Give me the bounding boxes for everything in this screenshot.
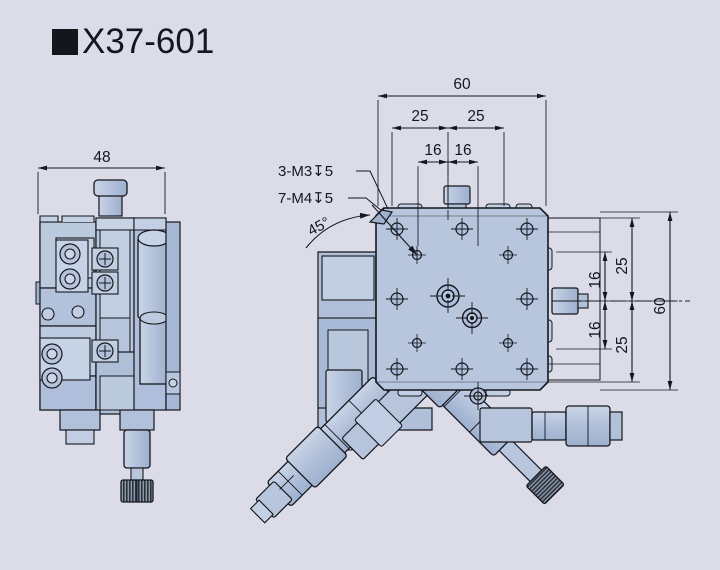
front-view-screw-group-b — [41, 305, 85, 321]
dimension-chain-top — [377, 93, 547, 246]
dimension-label-25-lower: 25 — [614, 336, 631, 353]
dimension-label-25-upper: 25 — [614, 257, 631, 274]
dimension-label-48: 48 — [93, 149, 110, 166]
callout-label-m3: 3-M3↧5 — [278, 163, 333, 180]
top-plan-view: 3-M3↧5 7-M4↧5 45° — [249, 76, 690, 524]
center-counterbore-major — [430, 278, 466, 314]
dimension-label-25-left: 25 — [411, 108, 428, 125]
chamfer-corner — [368, 209, 393, 225]
dimension-label-25-right: 25 — [467, 108, 484, 125]
top-view-diagonal-micrometer-upper — [249, 377, 397, 524]
dimension-label-60-right: 60 — [652, 297, 669, 315]
front-view-body — [35, 179, 181, 503]
title-block: X37-601 — [52, 24, 214, 60]
front-view-cap-screws — [91, 247, 119, 363]
center-counterbore-minor — [456, 302, 488, 334]
dimension-front-width: 48 — [37, 149, 166, 214]
dimension-label-16-upper: 16 — [587, 271, 604, 288]
top-view-horizontal-micrometer — [479, 405, 623, 447]
dimension-label-16-left: 16 — [424, 142, 441, 159]
front-view-screw-group-a — [55, 239, 89, 293]
dimension-chain-right — [548, 211, 678, 391]
dimension-label-16-right: 16 — [454, 142, 471, 159]
front-view-screw-group-c — [41, 343, 63, 389]
front-view-adjustment-knob — [119, 409, 155, 503]
dimension-label-16-lower: 16 — [587, 321, 604, 338]
dimension-labels-right: 16 16 25 25 60 — [587, 257, 669, 353]
dimension-label-60-top: 60 — [453, 76, 471, 93]
edge-counterbore — [464, 382, 492, 410]
front-elevation-view: 48 — [35, 149, 181, 503]
top-view-hole-pattern — [386, 160, 690, 410]
tapped-hole — [386, 218, 538, 380]
square-bullet-icon — [52, 29, 78, 55]
page-title: X37-601 — [82, 22, 215, 61]
tapped-hole-small — [408, 246, 517, 352]
dimension-labels-top: 60 25 25 16 16 — [411, 76, 484, 159]
callout-label-m4: 7-M4↧5 — [278, 190, 333, 207]
callout-group: 3-M3↧5 7-M4↧5 45° — [278, 163, 418, 256]
front-view-micrometer-barrel — [133, 217, 181, 411]
